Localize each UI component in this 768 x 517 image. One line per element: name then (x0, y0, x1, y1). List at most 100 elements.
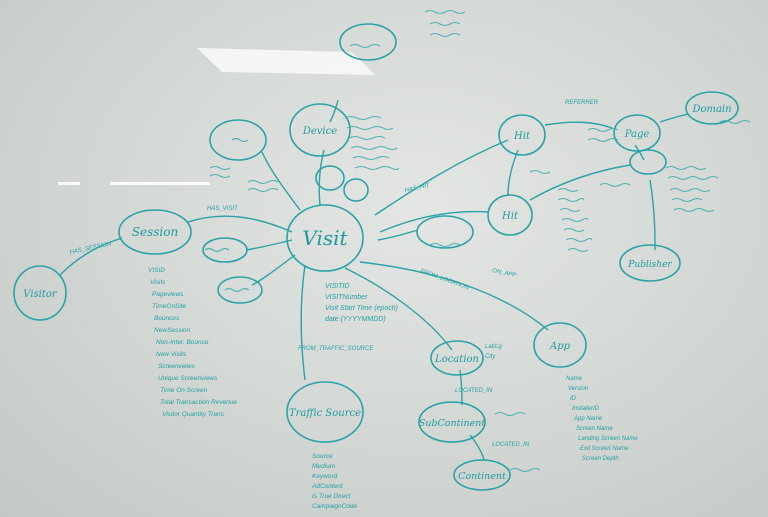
traffic-attr: CampaignCode (312, 503, 358, 510)
edge-label-has-hit: HAS_HIT (404, 183, 431, 194)
edge-visit-device (318, 149, 325, 206)
edge-page-domain (659, 113, 689, 123)
session-attr: Total Transaction Revenue (160, 399, 237, 406)
device-sub-node (343, 178, 369, 202)
traffic-attr: Keyword (312, 473, 338, 480)
hit-top-label: Hit (513, 131, 531, 142)
edge-visit-custom-dimension (261, 151, 301, 211)
edge-page-publisher (649, 179, 656, 251)
edge-visit-promotion (251, 254, 296, 286)
visit-attribute-list: VISITID VISITNumber Visit Start Time (ep… (325, 283, 398, 323)
location-label: Location (434, 354, 479, 365)
visit-label: Visit (302, 226, 348, 250)
edge-label-from-traffic-source: FROM_TRAFFIC_SOURCE (298, 346, 374, 352)
visit-attr: date (YYYYMMDD) (325, 316, 386, 323)
device-label: Device (302, 126, 337, 137)
visitor-node (13, 265, 67, 321)
edge-hit-pagesub (529, 164, 631, 201)
app-label: App (549, 341, 571, 352)
continent-node (453, 459, 511, 491)
edge-visitor-session (59, 237, 123, 276)
continent-label: Continent (458, 471, 506, 482)
traffic-attr: Medium (312, 463, 336, 470)
publisher-node (619, 244, 681, 282)
edge-hit-hit (507, 149, 519, 196)
session-attr: Bounces (154, 315, 180, 322)
device-node (289, 103, 351, 157)
domain-node (685, 91, 739, 125)
location-node (430, 340, 484, 376)
hit-mid-label: Hit (501, 211, 519, 222)
app-attr: Name (566, 376, 583, 382)
product-node (202, 237, 248, 263)
edge-hit-page (544, 121, 613, 129)
session-attr: Non-Inter. Bounce (156, 339, 209, 346)
edge-label-has-visit: HAS_VISIT (207, 206, 239, 212)
session-attr: VISID (148, 267, 165, 274)
edge-label-located-in: LOCATED_IN (455, 388, 493, 394)
visit-attr: Visit Start Time (epoch) (325, 305, 398, 312)
session-attr: Pageviews (152, 291, 184, 298)
visitor-label: Visitor (23, 289, 58, 300)
edge-label-on-app: ON_APP (492, 268, 517, 279)
edge-visit-traffic-source (300, 264, 306, 381)
ecommerce-node (416, 215, 474, 249)
session-node (118, 209, 192, 255)
handwriting-scribbles (204, 9, 751, 473)
traffic-source-attribute-list: Source Medium Keyword AdContent Is True … (311, 453, 358, 510)
session-attribute-list: VISID Visits Pageviews TimeOnSite Bounce… (148, 267, 237, 418)
app-attr: Screen Depth (582, 456, 619, 462)
session-attr: Screenviews (158, 363, 196, 370)
edge-visit-ecommerce (377, 229, 419, 241)
edge-label-referrer: REFERRER (565, 100, 599, 106)
edge-label-from-location: FROM_LOCATION (419, 268, 470, 291)
domain-label: Domain (691, 104, 731, 115)
session-attr: New Visits (156, 351, 187, 358)
app-attr: InstallerID (572, 406, 600, 412)
edge-visit-app (359, 261, 549, 331)
session-attr: Visitor Quantity Trans (162, 411, 225, 418)
edge-page-pagesub (634, 144, 645, 161)
subcontinent-node (418, 401, 486, 443)
custom-dimension-node (209, 119, 267, 161)
device-category-node (339, 23, 397, 61)
hit-mid-node (487, 194, 533, 236)
app-attr: Landing Screen Name (578, 436, 638, 442)
edge-label-has-session: HAS_SESSION (69, 241, 112, 256)
page-node (613, 114, 661, 152)
page-label: Page (624, 129, 650, 140)
app-attr: ID (570, 396, 577, 402)
edge-visit-hit-mid (379, 210, 489, 233)
device-sub-node (315, 165, 345, 191)
promotion-node (217, 276, 263, 304)
location-attr: Lat/Lg (485, 344, 502, 350)
session-attr: NewSession (154, 327, 191, 334)
traffic-attr: Is True Direct (312, 493, 352, 500)
subcontinent-label: SubContinent (419, 418, 486, 429)
app-attr: Version (568, 386, 589, 392)
app-node (533, 322, 587, 368)
traffic-attr: AdContent (311, 483, 344, 490)
visit-node (286, 204, 364, 272)
location-attr: City (485, 354, 496, 360)
edge-visit-product (245, 239, 293, 251)
traffic-source-label: Traffic Source (289, 408, 361, 419)
light-glare (197, 48, 375, 75)
visit-attr: VISITNumber (325, 294, 368, 301)
app-attr: Screen Name (576, 426, 613, 432)
session-attr: TimeOnSite (152, 303, 187, 310)
hit-top-node (498, 114, 546, 156)
session-attr: Time On Screen (160, 387, 208, 394)
edge-visit-location (344, 267, 453, 351)
visit-attr: VISITID (325, 283, 350, 290)
edge-label-located-in-2: LOCATED_IN (492, 442, 530, 448)
page-sub-node (629, 149, 667, 175)
publisher-label: Publisher (627, 260, 672, 270)
session-attr: Visits (150, 279, 166, 286)
session-label: Session (132, 225, 178, 239)
app-attribute-list: Name Version ID InstallerID App Name Scr… (566, 376, 638, 462)
light-glare-small (58, 182, 80, 185)
traffic-attr: Source (312, 453, 333, 460)
